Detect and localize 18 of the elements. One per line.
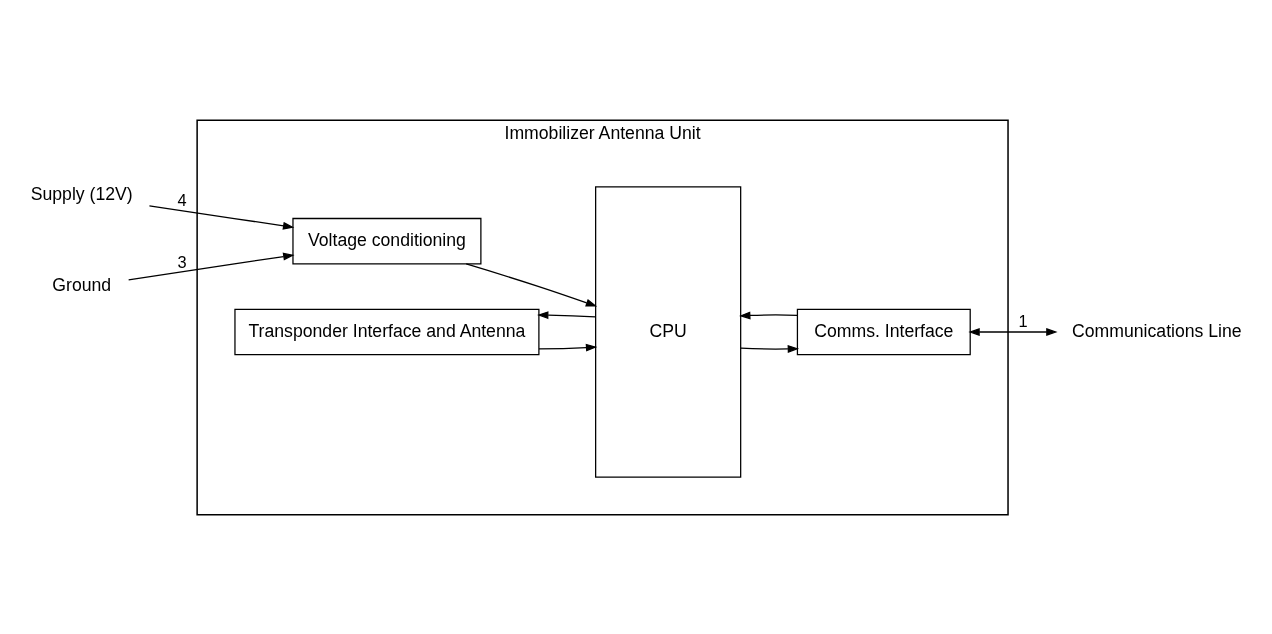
arrow xyxy=(537,310,596,319)
node-text: Ground xyxy=(52,274,112,295)
node-text: Supply (12V) xyxy=(30,183,133,204)
edge-label: 1 xyxy=(1018,311,1028,330)
edge-label: 4 xyxy=(177,190,187,209)
arrow xyxy=(740,344,800,353)
arrow xyxy=(465,262,598,307)
arrow xyxy=(968,327,1058,336)
edge-label: 3 xyxy=(177,252,187,271)
arrow xyxy=(739,310,798,319)
node-text: Communications Line xyxy=(1072,320,1242,341)
node-box: Voltage conditioning xyxy=(292,217,482,265)
arrow xyxy=(128,252,295,280)
node-box: Comms. Interface xyxy=(796,308,971,355)
arrow xyxy=(538,343,598,352)
node-box: Transponder Interface and Antenna xyxy=(234,308,540,355)
arrow xyxy=(148,204,295,230)
node-box: CPU xyxy=(595,185,742,478)
